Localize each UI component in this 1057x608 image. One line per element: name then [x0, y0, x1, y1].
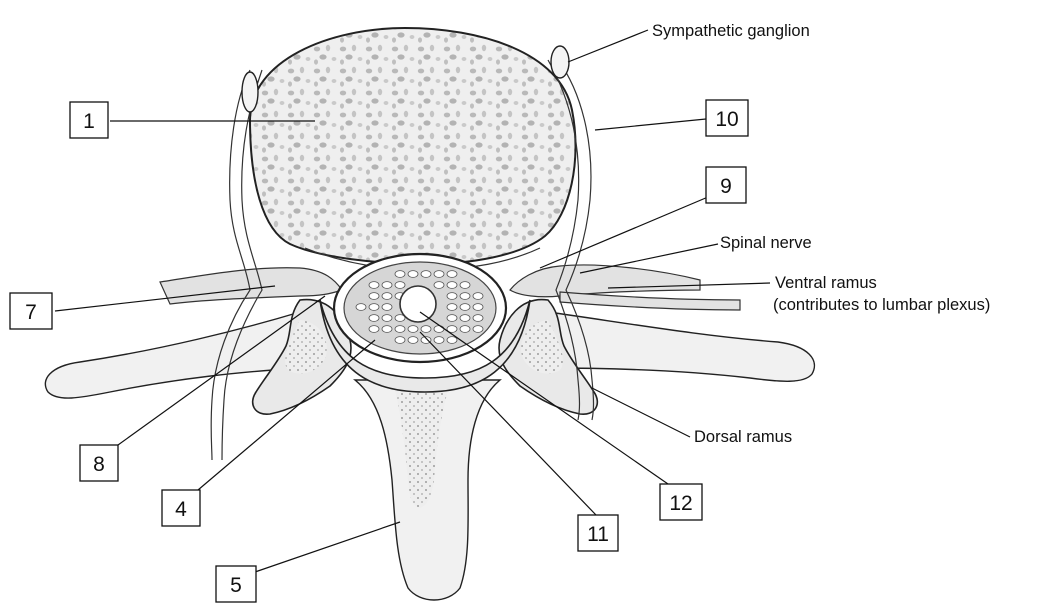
right-ventral-ramus	[560, 292, 740, 310]
label-1-text: 1	[83, 110, 95, 133]
label-box-5: 5	[216, 566, 256, 602]
nerve-root-11	[369, 293, 379, 300]
nerve-root-26	[447, 315, 457, 322]
left-sympathetic-trunk	[211, 70, 250, 460]
leader-ganglion	[568, 30, 648, 62]
label-5-text: 5	[230, 574, 242, 597]
label-dorsal-ramus: Dorsal ramus	[694, 428, 792, 446]
label-12-text: 12	[669, 492, 692, 515]
nerve-root-9	[447, 282, 457, 289]
nerve-root-4	[447, 271, 457, 278]
nerve-root-17	[356, 304, 366, 311]
label-10-text: 10	[715, 108, 738, 131]
left-spinal-nerve	[160, 268, 342, 304]
filum-terminale	[400, 286, 436, 322]
label-11-text: 11	[587, 523, 609, 546]
leader-10	[595, 119, 706, 130]
nerve-root-28	[473, 315, 483, 322]
nerve-root-37	[473, 326, 483, 333]
vertebral-body	[250, 28, 576, 264]
label-sympathetic-ganglion: Sympathetic ganglion	[652, 22, 810, 40]
nerve-root-0	[395, 271, 405, 278]
label-box-1: 1	[70, 102, 108, 138]
label-9-text: 9	[720, 175, 732, 198]
nerve-root-32	[408, 326, 418, 333]
label-ventral-ramus: Ventral ramus	[775, 274, 877, 292]
nerve-root-38	[395, 337, 405, 344]
nerve-root-8	[434, 282, 444, 289]
nerve-root-10	[460, 282, 470, 289]
label-4-text: 4	[175, 498, 187, 521]
label-ventral-ramus-note: (contributes to lumbar plexus)	[773, 296, 990, 314]
right-sympathetic-ganglion	[551, 46, 569, 78]
label-box-4: 4	[162, 490, 200, 526]
label-box-9: 9	[706, 167, 746, 203]
nerve-root-39	[408, 337, 418, 344]
nerve-root-27	[460, 315, 470, 322]
right-spinal-nerve	[510, 265, 700, 297]
nerve-root-1	[408, 271, 418, 278]
nerve-root-18	[369, 304, 379, 311]
nerve-root-7	[395, 282, 405, 289]
nerve-root-14	[447, 293, 457, 300]
nerve-root-6	[382, 282, 392, 289]
label-8-text: 8	[93, 453, 105, 476]
right-transverse-process	[548, 312, 814, 381]
label-box-12: 12	[660, 484, 702, 520]
nerve-root-36	[460, 326, 470, 333]
nerve-root-29	[369, 326, 379, 333]
nerve-root-31	[395, 326, 405, 333]
nerve-root-21	[460, 304, 470, 311]
nerve-root-5	[369, 282, 379, 289]
nerve-root-12	[382, 293, 392, 300]
label-box-10: 10	[706, 100, 748, 136]
nerve-root-34	[434, 326, 444, 333]
leader-5	[255, 522, 400, 572]
left-sympathetic-ganglion	[242, 72, 258, 112]
nerve-root-23	[369, 315, 379, 322]
label-spinal-nerve: Spinal nerve	[720, 234, 812, 252]
label-7-text: 7	[25, 301, 37, 324]
label-box-7: 7	[10, 293, 52, 329]
nerve-root-15	[460, 293, 470, 300]
nerve-root-3	[434, 271, 444, 278]
nerve-root-30	[382, 326, 392, 333]
nerve-root-16	[473, 293, 483, 300]
nerve-root-2	[421, 271, 431, 278]
nerve-root-41	[434, 337, 444, 344]
nerve-root-42	[447, 337, 457, 344]
nerve-root-22	[473, 304, 483, 311]
leader-spinal-nerve	[580, 244, 718, 273]
label-box-8: 8	[80, 445, 118, 481]
nerve-root-24	[382, 315, 392, 322]
nerve-root-33	[421, 326, 431, 333]
nerve-root-20	[447, 304, 457, 311]
label-box-11: 11	[578, 515, 618, 551]
nerve-root-19	[382, 304, 392, 311]
leader-dorsal-ramus	[592, 388, 690, 437]
